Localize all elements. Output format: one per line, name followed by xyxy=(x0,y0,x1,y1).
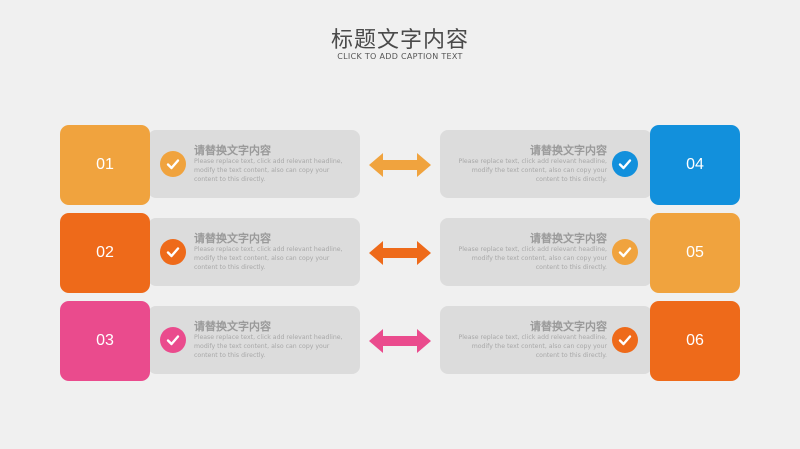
double-arrow-shape xyxy=(369,153,431,177)
item-body: Please replace text, click add relevant … xyxy=(194,158,343,183)
item-heading: 请替换文字内容 xyxy=(194,320,271,333)
item-01[interactable]: 01 请替换文字内容 Please replace text, click ad… xyxy=(0,125,400,205)
page-title: 标题文字内容 xyxy=(330,28,469,53)
item-number-box: 02 xyxy=(60,213,150,293)
item-number: 04 xyxy=(686,156,704,173)
item-number-box: 03 xyxy=(60,301,150,381)
item-heading: 请替换文字内容 xyxy=(530,320,607,333)
item-number: 01 xyxy=(96,156,114,173)
item-number-box: 05 xyxy=(650,213,740,293)
item-number: 03 xyxy=(96,332,114,349)
item-02[interactable]: 02 请替换文字内容 Please replace text, click ad… xyxy=(0,213,400,293)
check-circle-icon xyxy=(160,151,186,177)
page-subtitle: CLICK TO ADD CAPTION TEXT xyxy=(337,52,463,61)
double-arrow-shape xyxy=(369,329,431,353)
item-heading: 请替换文字内容 xyxy=(194,232,271,245)
item-number: 05 xyxy=(686,244,704,261)
item-04[interactable]: 04 请替换文字内容 Please replace text, click ad… xyxy=(0,125,800,205)
item-number: 06 xyxy=(686,332,704,349)
check-circle-icon xyxy=(160,327,186,353)
item-number-box: 04 xyxy=(650,125,740,205)
item-body: Please replace text, click add relevant … xyxy=(194,246,343,271)
check-circle-icon xyxy=(612,327,638,353)
double-arrow-icon xyxy=(369,241,431,265)
check-circle-icon xyxy=(612,239,638,265)
item-03[interactable]: 03 请替换文字内容 Please replace text, click ad… xyxy=(0,301,400,381)
item-number-box: 01 xyxy=(60,125,150,205)
item-heading: 请替换文字内容 xyxy=(530,232,607,245)
item-number: 02 xyxy=(96,244,114,261)
item-05[interactable]: 05 请替换文字内容 Please replace text, click ad… xyxy=(0,213,800,293)
item-body: Please replace text, click add relevant … xyxy=(194,334,343,359)
item-body: Please replace text, click add relevant … xyxy=(458,246,607,271)
item-heading: 请替换文字内容 xyxy=(530,144,607,157)
check-circle-icon xyxy=(160,239,186,265)
item-number-box: 06 xyxy=(650,301,740,381)
double-arrow-shape xyxy=(369,241,431,265)
double-arrow-icon xyxy=(369,329,431,353)
item-heading: 请替换文字内容 xyxy=(194,144,271,157)
item-06[interactable]: 06 请替换文字内容 Please replace text, click ad… xyxy=(0,301,800,381)
check-circle-icon xyxy=(612,151,638,177)
double-arrow-icon xyxy=(369,153,431,177)
item-body: Please replace text, click add relevant … xyxy=(458,158,607,183)
item-body: Please replace text, click add relevant … xyxy=(458,334,607,359)
